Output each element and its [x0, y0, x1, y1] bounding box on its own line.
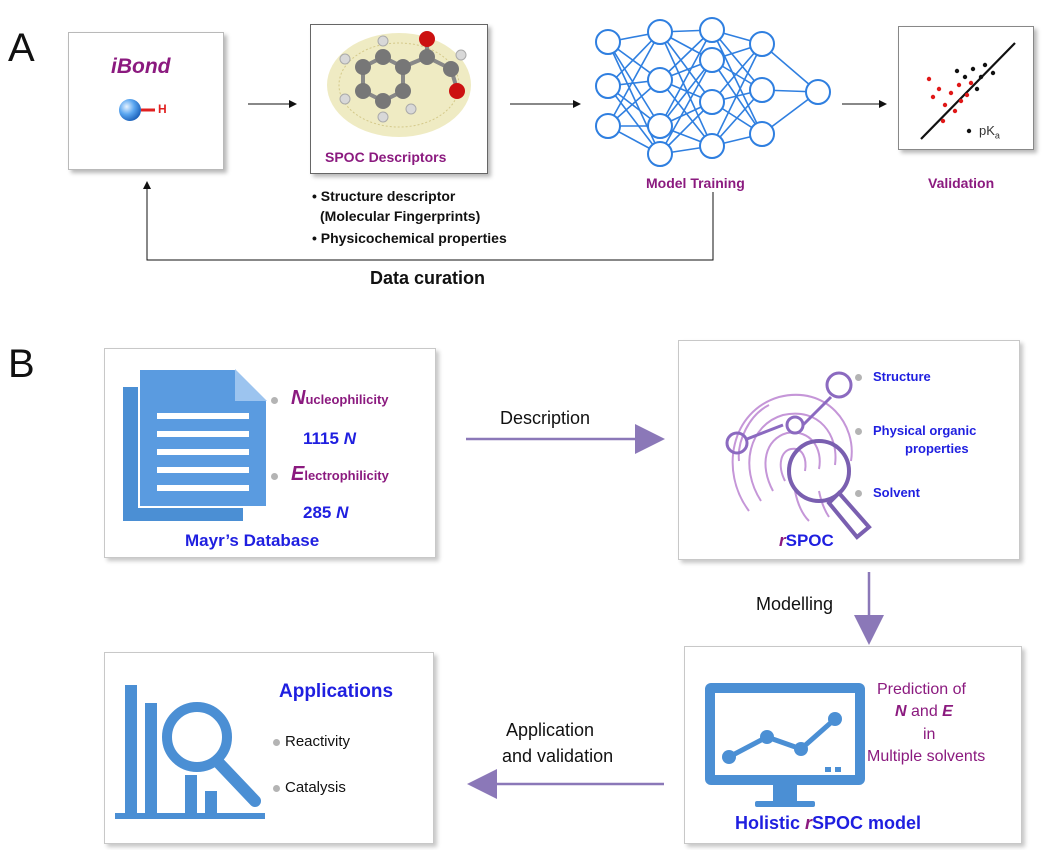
- electrophilicity-rest: lectrophilicity: [304, 468, 389, 483]
- holistic-title: Holistic rSPOC model: [735, 813, 921, 834]
- electrophilicity-bullet: [271, 473, 278, 480]
- catalysis-bullet: [273, 785, 280, 792]
- holistic-title-post: SPOC model: [812, 813, 922, 833]
- monitor-chart-icon: [705, 683, 865, 807]
- prediction-e: E: [942, 703, 953, 720]
- rspoc-title: rSPOC: [779, 531, 834, 551]
- panel-a-letter: A: [8, 26, 35, 70]
- nucleophilicity-rest: ucleophilicity: [305, 392, 389, 407]
- prediction-and: and: [911, 703, 938, 720]
- description-label: Description: [500, 408, 591, 428]
- modelling-label: Modelling: [756, 594, 834, 614]
- pka-main: pK: [979, 123, 995, 138]
- electrophilicity-count-value: 285: [303, 503, 332, 522]
- nucleophilicity-initial: N: [291, 387, 306, 409]
- nucleophilicity-count-unit: N: [343, 429, 356, 448]
- mayr-database-title: Mayr’s Database: [185, 531, 320, 550]
- applications-title: Applications: [279, 681, 394, 702]
- reactivity-bullet: [273, 739, 280, 746]
- analytics-search-icon: [115, 685, 265, 819]
- rspoc-physical-bullet: [855, 428, 862, 435]
- hydrogen-bond-icon: [119, 99, 155, 121]
- rspoc-title-main: SPOC: [785, 531, 834, 550]
- application-label-line-1: Application: [506, 720, 595, 740]
- rspoc-item-structure: Structure: [873, 369, 931, 384]
- pka-label: pKa: [979, 123, 1000, 141]
- data-curation-loop: [143, 181, 714, 261]
- spoc-descriptors-label: SPOC Descriptors: [325, 149, 447, 165]
- fingerprint-search-icon: [725, 371, 872, 540]
- pka-subscript: a: [994, 130, 1000, 141]
- holistic-title-pre: Holistic: [735, 813, 806, 833]
- validation-box: pKa: [898, 26, 1034, 150]
- nucleophilicity-label: Nucleophilicity: [291, 387, 389, 410]
- nucleophilicity-count-value: 1115: [303, 429, 339, 448]
- model-training-label: Model Training: [646, 175, 745, 191]
- rspoc-item-solvent: Solvent: [873, 485, 920, 500]
- descriptor-item-fingerprints: (Molecular Fingerprints): [320, 208, 481, 224]
- prediction-line-4: Multiple solvents: [867, 748, 986, 765]
- data-curation-label: Data curation: [370, 268, 486, 288]
- prediction-n: N: [895, 703, 907, 720]
- applications-item-catalysis: Catalysis: [285, 779, 346, 796]
- rspoc-item-properties: properties: [905, 441, 969, 456]
- applications-box: Applications Reactivity Catalysis: [104, 652, 434, 844]
- descriptor-item-structure: • Structure descriptor: [312, 188, 456, 204]
- holistic-title-r: r: [805, 813, 813, 833]
- nucleophilicity-bullet: [271, 397, 278, 404]
- prediction-line-2: N and E: [895, 703, 953, 721]
- rspoc-solvent-bullet: [855, 490, 862, 497]
- prediction-line-1: Prediction of: [877, 681, 966, 698]
- electrophilicity-initial: E: [291, 463, 305, 485]
- applications-item-reactivity: Reactivity: [285, 733, 351, 750]
- nucleophilicity-count: 1115 N: [303, 429, 356, 449]
- descriptor-item-physicochemical: • Physicochemical properties: [312, 230, 507, 246]
- rspoc-title-prefix: r: [779, 531, 786, 550]
- application-label-line-2: and validation: [502, 746, 614, 766]
- rspoc-box: Structure Physical organic properties So…: [678, 340, 1020, 560]
- correlation-plot-icon: [920, 42, 1016, 140]
- prediction-line-3: in: [923, 726, 936, 743]
- rspoc-structure-bullet: [855, 374, 862, 381]
- rspoc-item-physical-organic: Physical organic: [873, 423, 977, 438]
- electrophilicity-label: Electrophilicity: [291, 463, 389, 486]
- holistic-rspoc-box: Prediction of N and E in Multiple solven…: [684, 646, 1022, 844]
- hydrogen-label: H: [158, 102, 167, 116]
- ibond-box: iBond H: [68, 32, 224, 170]
- validation-label: Validation: [928, 175, 995, 191]
- ibond-title: iBond: [111, 55, 171, 78]
- electrophilicity-count-unit: N: [336, 503, 349, 522]
- panel-b-letter: B: [8, 342, 35, 386]
- electrophilicity-count: 285 N: [303, 503, 348, 523]
- mayr-database-box: Nucleophilicity 1115 N Electrophilicity …: [104, 348, 436, 558]
- molecule-icon: [327, 31, 471, 137]
- spoc-descriptors-box: SPOC Descriptors: [310, 24, 488, 174]
- document-stack-icon: [123, 368, 268, 521]
